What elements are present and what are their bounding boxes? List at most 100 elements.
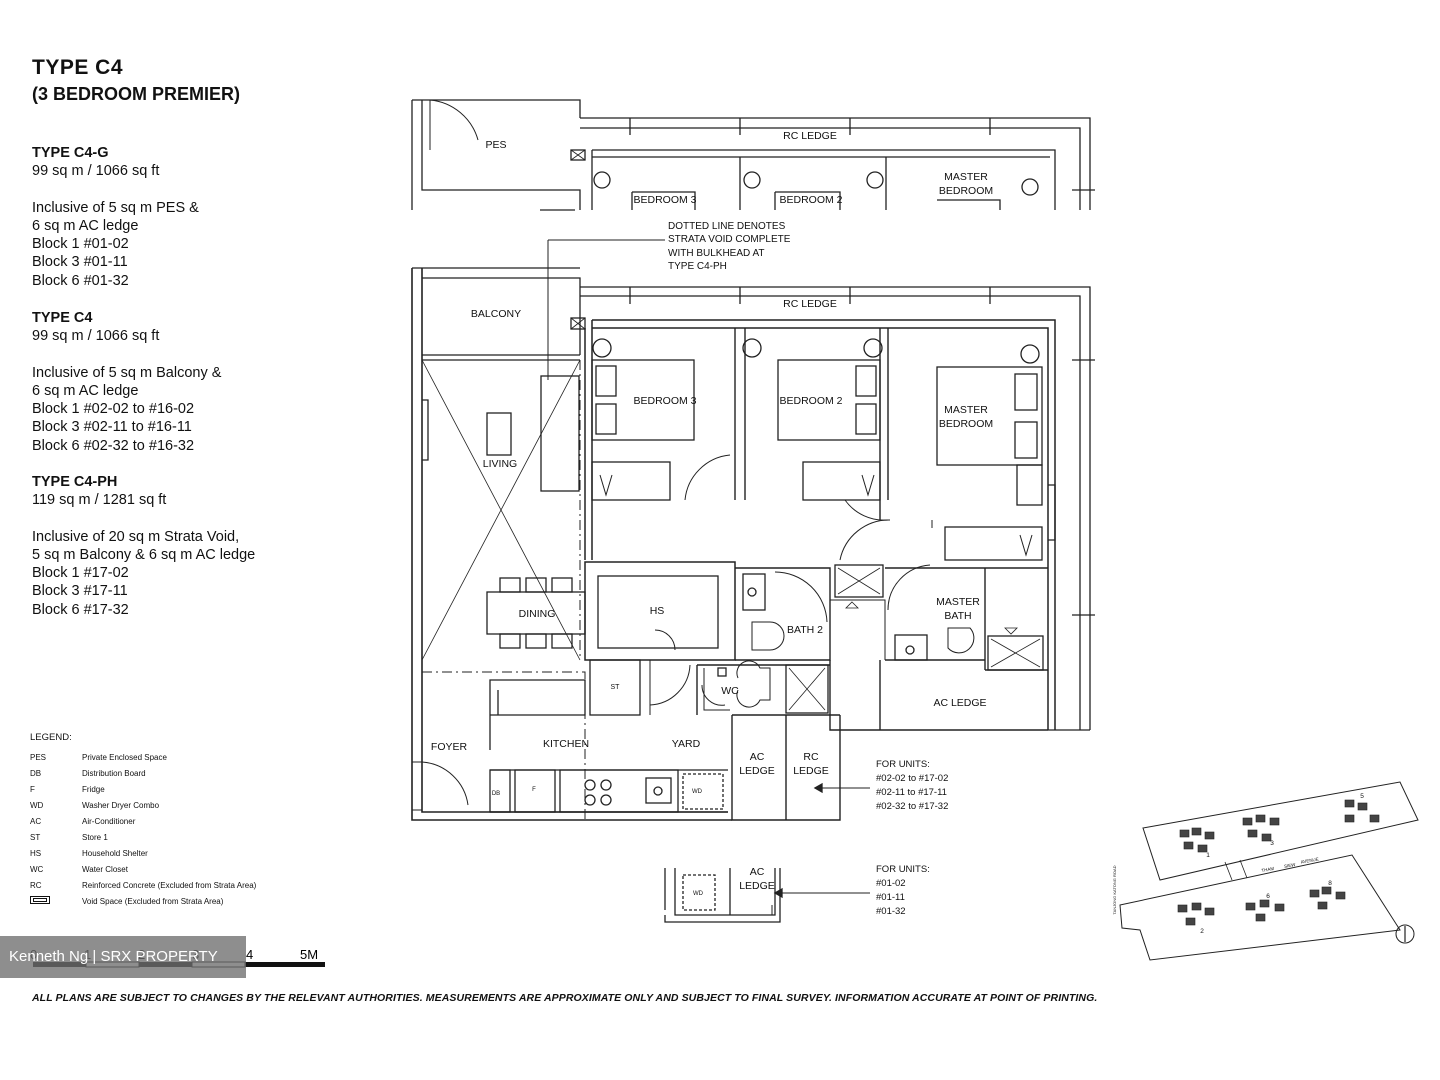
type-name: TYPE C4-PH	[32, 474, 118, 490]
scale-segment	[245, 962, 325, 967]
units-upper-line: #02-11 to #17-11	[876, 787, 947, 798]
scale-label: 4	[246, 947, 253, 962]
type-c4-spec: TYPE C4 99 sq m / 1066 sq ft Inclusive o…	[32, 309, 221, 455]
type-line: Inclusive of 5 sq m Balcony &	[32, 364, 222, 381]
type-line: Block 6 #17-32	[32, 601, 129, 618]
type-name: TYPE C4	[32, 310, 93, 326]
room-label: KITCHEN	[543, 738, 589, 750]
road-label: THAM	[1261, 866, 1275, 873]
type-line: Block 3 #02-11 to #16-11	[32, 419, 192, 436]
room-label: WD	[692, 789, 703, 795]
room-label: BEDROOM 3	[633, 395, 696, 407]
legend-heading: LEGEND:	[30, 732, 72, 743]
strata-note-line: DOTTED LINE DENOTES	[668, 221, 786, 232]
room-label: LEDGE	[739, 765, 775, 777]
room-label: WC	[721, 685, 739, 697]
room-label: MASTER	[944, 171, 988, 183]
units-upper-head: FOR UNITS:	[876, 759, 930, 770]
room-label: BATH 2	[787, 624, 823, 636]
block-label: 1	[1206, 852, 1210, 859]
type-line: Block 1 #02-02 to #16-02	[32, 401, 195, 418]
room-label: ST	[611, 684, 621, 691]
units-lower-line: #01-02	[876, 878, 906, 889]
top-plan	[411, 99, 1095, 211]
room-label: RC	[803, 751, 819, 763]
type-c4ph-spec: TYPE C4-PH 119 sq m / 1281 sq ft Inclusi…	[32, 473, 255, 619]
room-label: DB	[492, 791, 500, 797]
scale-label: 5M	[300, 947, 318, 962]
room-label: WD	[693, 891, 704, 897]
units-lower-head: FOR UNITS:	[876, 864, 930, 875]
legend-row: Void Space (Excluded from Strata Area)	[30, 893, 256, 909]
type-line: Block 1 #17-02	[32, 565, 129, 582]
road-label: SIEW	[1284, 862, 1297, 869]
room-label: AC LEDGE	[933, 697, 986, 709]
units-upper-line: #02-32 to #17-32	[876, 801, 948, 812]
type-line: 5 sq m Balcony & 6 sq m AC ledge	[32, 546, 256, 563]
type-area: 99 sq m / 1066 sq ft	[32, 163, 160, 180]
room-label: DINING	[519, 608, 556, 620]
site-plan	[1119, 781, 1419, 961]
type-c4g-spec: TYPE C4-G 99 sq m / 1066 sq ft Inclusive…	[32, 144, 199, 290]
void-space-icon	[30, 896, 50, 904]
block-label: 2	[1200, 928, 1204, 935]
room-label: BEDROOM 2	[779, 395, 842, 407]
room-label: YARD	[672, 738, 701, 750]
block-label: 8	[1328, 880, 1332, 887]
block-label: 5	[1360, 793, 1364, 800]
block-label: 6	[1266, 893, 1270, 900]
units-lower-line: #01-32	[876, 906, 906, 917]
type-name: TYPE C4-G	[32, 145, 109, 161]
room-label: BEDROOM 2	[779, 194, 842, 206]
main-plan	[411, 267, 1095, 821]
room-label: F	[532, 787, 536, 793]
block-label: 3	[1270, 840, 1274, 847]
type-line: 6 sq m AC ledge	[32, 382, 139, 399]
room-label: FOYER	[431, 741, 468, 753]
note-leader	[547, 239, 665, 380]
type-line: Block 1 #01-02	[32, 236, 129, 253]
room-label: RC LEDGE	[783, 130, 837, 142]
type-line: Block 6 #01-32	[32, 272, 129, 289]
type-line: Inclusive of 5 sq m PES &	[32, 199, 199, 216]
type-area: 99 sq m / 1066 sq ft	[32, 328, 160, 345]
room-label: LEDGE	[793, 765, 829, 777]
room-label: LIVING	[483, 458, 517, 470]
strata-note-line: WITH BULKHEAD AT	[668, 248, 765, 259]
room-label: AC	[750, 751, 765, 763]
watermark: Kenneth Ng | SRX PROPERTY	[0, 936, 246, 978]
room-label: BEDROOM 3	[633, 194, 696, 206]
disclaimer: ALL PLANS ARE SUBJECT TO CHANGES BY THE …	[32, 992, 1098, 1004]
road-label: TANJONG KATONG ROAD	[1112, 865, 1117, 914]
room-label: BALCONY	[471, 308, 521, 320]
plan-subtitle: (3 BEDROOM PREMIER)	[32, 84, 241, 104]
lower-plan	[664, 868, 870, 923]
plan-title: TYPE C4	[32, 56, 124, 79]
strata-note-line: TYPE C4-PH	[668, 261, 727, 272]
units-lower-line: #01-11	[876, 892, 905, 903]
strata-note-line: STRATA VOID COMPLETE	[668, 234, 791, 245]
road-label: AVENUE	[1300, 856, 1319, 864]
type-line: Block 6 #02-32 to #16-32	[32, 437, 195, 454]
type-area: 119 sq m / 1281 sq ft	[32, 492, 167, 509]
room-label: BATH	[944, 610, 971, 622]
room-label: BEDROOM	[939, 185, 993, 197]
room-label: MASTER	[936, 596, 980, 608]
units-upper-line: #02-02 to #17-02	[876, 773, 948, 784]
type-line: Block 3 #17-11	[32, 583, 128, 600]
type-line: 6 sq m AC ledge	[32, 217, 139, 234]
room-label: MASTER	[944, 404, 988, 416]
room-label: RC LEDGE	[783, 298, 837, 310]
type-line: Block 3 #01-11	[32, 254, 128, 271]
